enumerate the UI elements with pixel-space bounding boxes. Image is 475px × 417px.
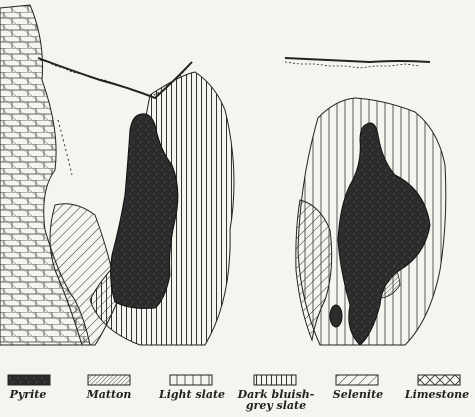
right-pyrite-fragment <box>330 305 342 327</box>
legend-swatch-selenite <box>336 375 378 385</box>
legend-swatch-light-slate <box>170 375 212 385</box>
legend-label-pyrite: Pyrite <box>2 389 54 400</box>
legend-label-light-slate: Light slate <box>154 389 230 400</box>
right-surface-line <box>285 58 430 62</box>
legend-label-dark-slate: Dark bluish- grey slate <box>230 389 322 411</box>
legend-swatch-matton <box>88 375 130 385</box>
left-fault-line <box>58 120 72 175</box>
legend-swatch-limestone <box>418 375 460 385</box>
right-section <box>285 58 446 345</box>
legend-swatch-dark-slate <box>254 375 296 385</box>
legend <box>8 375 460 385</box>
legend-label-selenite: Selenite <box>326 389 390 400</box>
left-section <box>0 5 234 345</box>
legend-label-limestone: Limestone <box>400 389 474 400</box>
legend-label-matton: Matton <box>80 389 138 400</box>
legend-swatch-pyrite <box>8 375 50 385</box>
